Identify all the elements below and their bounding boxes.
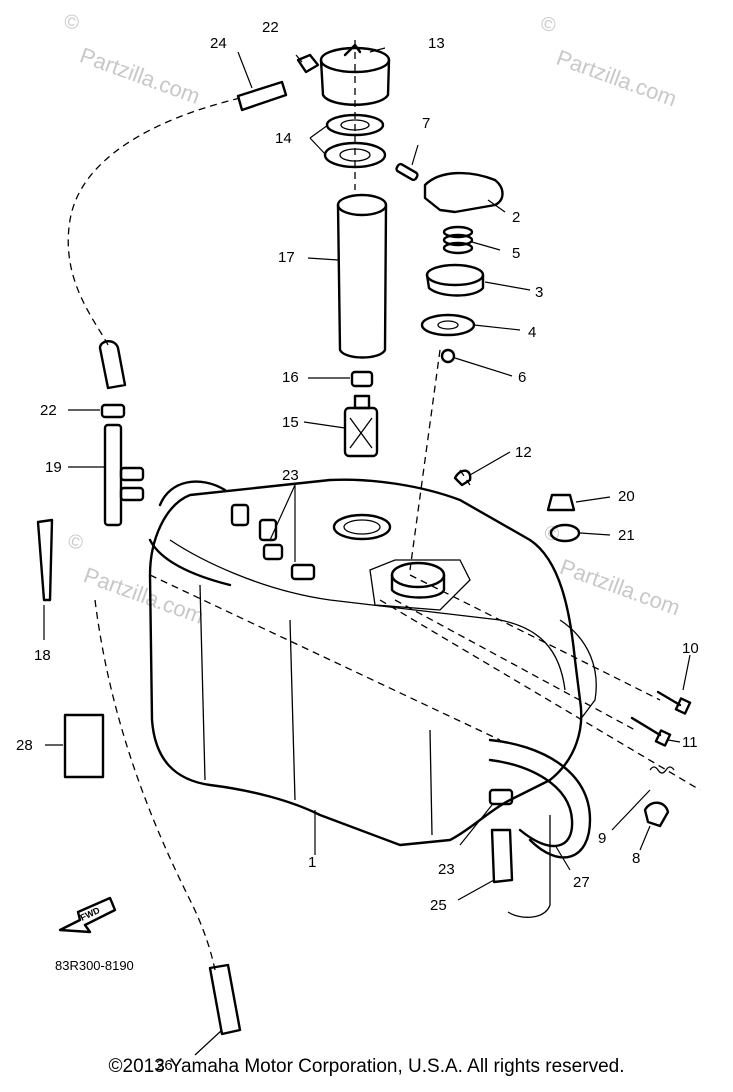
callout-2: 2 <box>512 209 520 226</box>
bolt-10 <box>656 690 692 715</box>
callout-19: 19 <box>45 459 62 476</box>
callout-20: 20 <box>618 488 635 505</box>
callout-3: 3 <box>535 284 543 301</box>
callout-14: 14 <box>275 130 292 147</box>
clamp-22-top <box>296 53 320 74</box>
fittings-23 <box>230 503 316 581</box>
callout-16: 16 <box>282 369 299 386</box>
callout-23-top: 23 <box>282 467 299 484</box>
fwd-label: FWD <box>79 905 102 923</box>
callout-24: 24 <box>210 35 227 52</box>
callout-22-top: 22 <box>262 19 279 36</box>
pin <box>395 162 419 182</box>
callout-21: 21 <box>618 527 635 544</box>
watermark-text: Partzilla.com <box>553 45 680 112</box>
callout-28: 28 <box>16 737 33 754</box>
watermark-symbol: © <box>61 10 83 36</box>
hose-routing-lines <box>67 40 701 971</box>
callout-22-left: 22 <box>40 402 57 419</box>
knob-8 <box>643 801 670 828</box>
fuel-hose-27 <box>488 738 592 918</box>
callout-13: 13 <box>428 35 445 52</box>
pad-28 <box>63 713 105 779</box>
damper <box>549 523 581 543</box>
callout-labels: 13 7 2 5 3 4 6 14 17 16 15 12 20 21 22 2… <box>16 19 699 1074</box>
hose-25 <box>490 828 514 884</box>
callout-12: 12 <box>515 444 532 461</box>
callout-5: 5 <box>512 245 520 262</box>
callout-26: 26 <box>156 1057 173 1074</box>
clamp <box>350 370 374 388</box>
spring <box>442 225 474 255</box>
washer <box>420 313 476 337</box>
clip <box>453 469 472 487</box>
nut <box>440 348 456 364</box>
callout-27: 27 <box>573 874 590 891</box>
callout-9: 9 <box>598 830 606 847</box>
watermark-symbol: © <box>537 12 559 38</box>
fuel-tank <box>148 478 597 847</box>
hose-24 <box>236 80 288 112</box>
fuel-cap <box>423 171 504 214</box>
leader-lines <box>43 47 691 1056</box>
gaskets <box>323 113 387 169</box>
filler-cap <box>319 43 391 106</box>
callout-7: 7 <box>422 115 430 132</box>
watermark-symbol: © <box>65 530 87 556</box>
callout-4: 4 <box>528 324 536 341</box>
callout-23-bottom: 23 <box>438 861 455 878</box>
fuel-strainer <box>343 394 379 458</box>
clamp-22-left <box>100 403 126 419</box>
callout-25: 25 <box>430 897 447 914</box>
callout-17: 17 <box>278 249 295 266</box>
tee-fitting-19 <box>103 423 145 527</box>
clamp-23-bottom <box>488 788 514 806</box>
breather-hoses <box>148 480 232 587</box>
callout-10: 10 <box>682 640 699 657</box>
strap-18 <box>36 518 54 602</box>
hose-upper-left <box>98 340 127 390</box>
diagram-code: 83R300-8190 <box>55 958 134 973</box>
hose-26 <box>208 963 242 1036</box>
watermark-text: Partzilla.com <box>557 554 684 621</box>
copyright-notice: ©2013 Yamaha Motor Corporation, U.S.A. A… <box>108 1056 625 1077</box>
callout-1: 1 <box>308 854 316 871</box>
bolt-11 <box>630 716 672 747</box>
callout-18: 18 <box>34 647 51 664</box>
grommet <box>546 493 576 512</box>
callout-11: 11 <box>682 734 698 751</box>
callout-6: 6 <box>518 369 526 386</box>
fwd-arrow-icon: FWD <box>58 896 117 934</box>
spring-9 <box>649 766 675 774</box>
watermark-text: Partzilla.com <box>77 42 204 109</box>
callout-15: 15 <box>282 414 299 431</box>
callout-8: 8 <box>632 850 640 867</box>
filler-tube <box>336 193 388 359</box>
filler-flange <box>369 559 471 611</box>
cap-seat <box>425 263 485 297</box>
